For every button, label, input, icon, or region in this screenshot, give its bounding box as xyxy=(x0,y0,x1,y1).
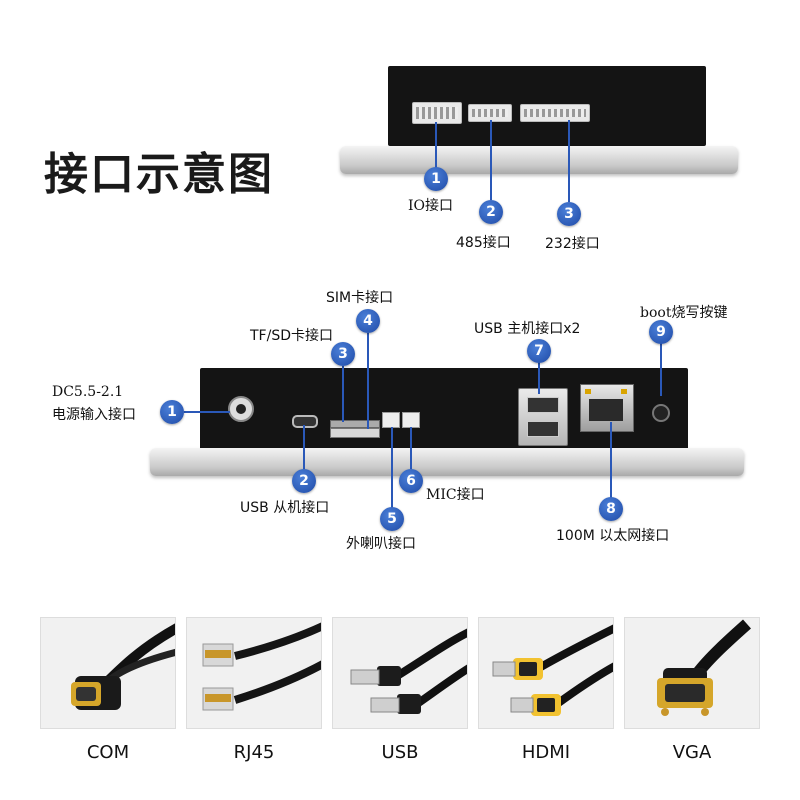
badge-bottom-1: 1 xyxy=(160,400,184,424)
bottom-device-bezel xyxy=(150,448,744,476)
badge-bottom-2: 2 xyxy=(292,469,316,493)
badge-bottom-8: 8 xyxy=(599,497,623,521)
label-tf-sd: TF/SD卡接口 xyxy=(250,328,333,344)
top-device-bezel xyxy=(340,146,738,174)
badge-top-3: 3 xyxy=(557,202,581,226)
label-dc-input-line2: 电源输入接口 xyxy=(52,407,136,423)
com-label: COM xyxy=(86,742,130,763)
label-usb-host: USB 主机接口x2 xyxy=(474,321,581,337)
badge-bottom-3: 3 xyxy=(331,342,355,366)
hdmi-label: HDMI xyxy=(521,742,571,763)
usb-card xyxy=(332,617,468,729)
rj45-card xyxy=(186,617,322,729)
callout-line-bottom-3 xyxy=(342,366,344,422)
usb-cable-icon xyxy=(350,628,467,714)
tf-slot xyxy=(330,420,380,428)
rs232-connector xyxy=(520,104,590,122)
bottom-device xyxy=(148,364,744,482)
badge-bottom-5: 5 xyxy=(380,507,404,531)
callout-line-bottom-6 xyxy=(410,427,412,469)
mic-connector xyxy=(402,412,420,428)
usb-slave-port xyxy=(292,415,318,428)
callout-line-top-2 xyxy=(490,120,492,200)
io-connector xyxy=(412,102,462,124)
top-device xyxy=(336,62,738,182)
callout-line-bottom-7 xyxy=(538,362,540,394)
sim-slot xyxy=(330,428,380,438)
boot-button xyxy=(652,404,670,422)
callout-line-bottom-5 xyxy=(391,427,393,509)
badge-top-1: 1 xyxy=(424,167,448,191)
com-cable-icon xyxy=(71,623,175,710)
rj45-cable-icon xyxy=(202,622,321,711)
callout-line-top-1 xyxy=(435,122,437,168)
label-usb-slave: USB 从机接口 xyxy=(240,500,330,516)
label-mic: MIC接口 xyxy=(426,487,485,503)
label-ethernet: 100M 以太网接口 xyxy=(556,528,670,544)
hdmi-card xyxy=(478,617,614,729)
label-io-port: IO接口 xyxy=(408,198,454,214)
dc-jack xyxy=(228,396,254,422)
usb-label: USB xyxy=(381,742,419,763)
label-boot: boot烧写按键 xyxy=(640,305,728,321)
label-dc-input-line1: DC5.5-2.1 xyxy=(52,384,124,400)
page-title: 接口示意图 xyxy=(44,149,274,200)
badge-top-2: 2 xyxy=(479,200,503,224)
vga-card xyxy=(624,617,760,729)
ethernet-port xyxy=(580,384,634,432)
hdmi-cable-icon xyxy=(492,624,613,716)
callout-line-bottom-8 xyxy=(610,422,612,498)
callout-line-bottom-9 xyxy=(660,342,662,396)
label-speaker: 外喇叭接口 xyxy=(346,536,416,552)
badge-bottom-4: 4 xyxy=(356,309,380,333)
callout-line-bottom-1 xyxy=(184,411,230,413)
badge-bottom-7: 7 xyxy=(527,339,551,363)
vga-label: VGA xyxy=(672,742,712,763)
label-232-port: 232接口 xyxy=(545,236,600,252)
vga-cable-icon xyxy=(657,619,751,716)
rj45-label: RJ45 xyxy=(233,742,275,763)
badge-bottom-6: 6 xyxy=(399,469,423,493)
label-sim: SIM卡接口 xyxy=(326,290,394,306)
callout-line-bottom-2 xyxy=(303,425,305,469)
callout-line-bottom-4 xyxy=(367,333,369,429)
usb-host-ports xyxy=(518,388,568,446)
label-485-port: 485接口 xyxy=(456,235,511,251)
callout-line-top-3 xyxy=(568,120,570,202)
speaker-connector xyxy=(382,412,400,428)
com-card xyxy=(40,617,176,729)
badge-bottom-9: 9 xyxy=(649,320,673,344)
